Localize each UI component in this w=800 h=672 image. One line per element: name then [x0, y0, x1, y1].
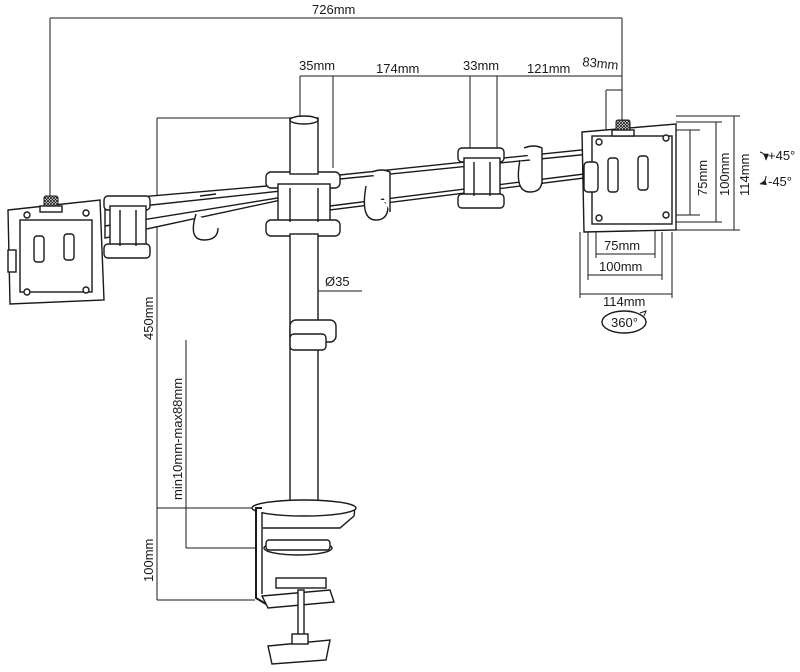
desk-clamp: [251, 499, 357, 665]
label-joint-width: 33mm: [463, 58, 499, 73]
dimension-labels: 726mm 35mm 174mm 33mm 121mm 83mm Ø35 450…: [141, 2, 795, 582]
arm-assembly: [103, 145, 601, 259]
label-pole-diameter: Ø35: [325, 274, 350, 289]
label-joint-to-end: 121mm: [527, 61, 570, 76]
label-vesa-small-w: 75mm: [604, 238, 640, 253]
rotation-indicator: [601, 310, 647, 334]
label-arm-length: 174mm: [376, 61, 419, 76]
label-tilt-up: +45°: [768, 148, 795, 163]
label-pole-to-arm: 35mm: [299, 58, 335, 73]
label-vesa-large-h: 100mm: [717, 153, 732, 196]
label-pole-height: 450mm: [141, 297, 156, 340]
label-clamp-height: 100mm: [141, 539, 156, 582]
label-plate-height: 114mm: [737, 154, 752, 196]
label-rotation: 360°: [611, 315, 638, 330]
middle-joint: [457, 147, 505, 209]
label-total-width: 726mm: [312, 2, 355, 17]
left-joint: [103, 195, 151, 259]
label-end-to-plate: 83mm: [582, 54, 619, 73]
label-tilt-down: -45°: [768, 174, 792, 189]
label-vesa-small-h: 75mm: [695, 160, 710, 196]
tilt-indicator: [759, 151, 769, 186]
left-vesa-plate: [7, 195, 105, 305]
right-vesa-plate: [581, 119, 677, 233]
label-clamp-range: min10mm-max88mm: [170, 378, 185, 500]
label-vesa-large-w: 100mm: [599, 259, 642, 274]
pole: [289, 115, 337, 519]
central-hub: [265, 171, 341, 237]
label-plate-width: 114mm: [603, 294, 645, 309]
